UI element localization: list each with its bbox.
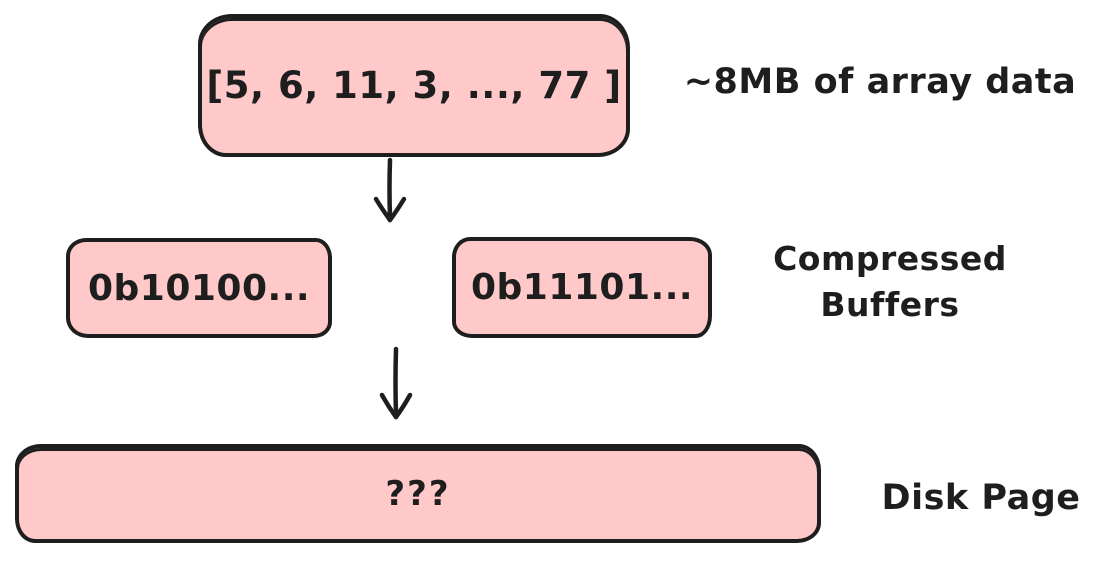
- compressed-buffers-label-line1: Compressed: [773, 239, 1007, 278]
- compressed-buffer-text-2: 0b11101...: [470, 267, 694, 308]
- down-arrow-icon: [373, 157, 407, 223]
- disk-page-box: ???: [15, 444, 821, 543]
- compressed-buffers-label: Compressed Buffers: [760, 236, 1020, 327]
- array-size-label: ~8MB of array data: [683, 62, 1077, 102]
- compressed-buffers-label-line2: Buffers: [820, 284, 960, 324]
- array-data-text: [5, 6, 11, 3, ..., 77 ]: [206, 64, 622, 107]
- array-data-box: [5, 6, 11, 3, ..., 77 ]: [198, 14, 630, 157]
- disk-page-label: Disk Page: [881, 478, 1081, 518]
- compressed-buffer-box-2: 0b11101...: [452, 237, 712, 338]
- disk-page-text: ???: [385, 473, 451, 514]
- compressed-buffer-text-1: 0b10100...: [87, 267, 311, 309]
- compressed-buffer-box-1: 0b10100...: [66, 238, 332, 338]
- down-arrow-icon: [379, 346, 413, 420]
